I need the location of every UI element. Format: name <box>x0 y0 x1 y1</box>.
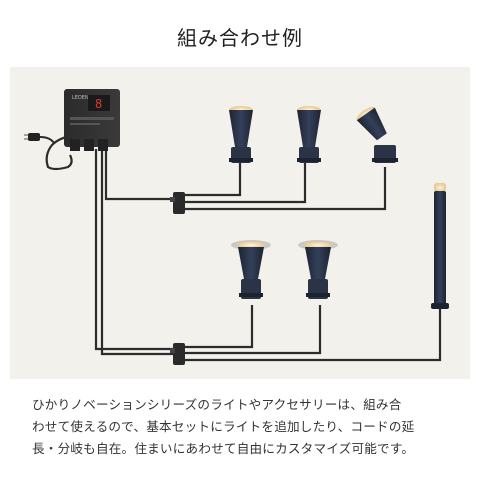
page-title: 組み合わせ例 <box>177 26 303 50</box>
caption-line: 長・分岐も自在。住まいにあわせて自由にカスタマイズ可能です。 <box>32 441 415 456</box>
light-bollard <box>431 183 449 309</box>
caption-line: わせて使えるので、基本セットにライトを追加したり、コードの延 <box>32 419 415 434</box>
cables <box>45 133 442 362</box>
light-flared-spotlight-2 <box>298 240 338 299</box>
transformer-box: LEDEN 8 <box>64 89 120 151</box>
light-pole-spotlight-2 <box>297 106 321 163</box>
lower-splitter <box>170 343 185 365</box>
transformer-display: 8 <box>95 97 102 111</box>
cable-lower-main <box>94 149 175 351</box>
cable-upper-main <box>104 149 175 201</box>
caption-line: ひかりノベーションシリーズのライトやアクセサリーは、組み合 <box>32 397 402 412</box>
light-flared-spotlight-1 <box>231 240 271 299</box>
illustration-panel: LEDEN 8 <box>10 67 470 379</box>
upper-splitter <box>170 192 185 214</box>
transformer-brand: LEDEN <box>72 95 89 101</box>
description-text: ひかりノベーションシリーズのライトやアクセサリーは、組み合 わせて使えるので、基… <box>32 394 452 460</box>
plug-icon <box>24 133 55 144</box>
lighting-system-illustration: LEDEN 8 <box>24 89 449 365</box>
light-pole-spotlight-1 <box>229 106 253 163</box>
power-cord <box>45 133 77 171</box>
light-angled-spotlight <box>356 106 398 163</box>
